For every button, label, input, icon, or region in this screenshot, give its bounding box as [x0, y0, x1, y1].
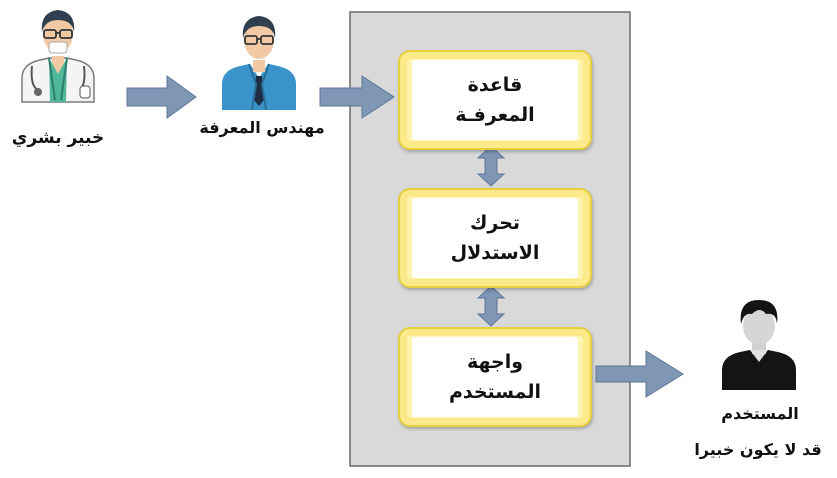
arrow-engineer-to-system: [319, 75, 395, 119]
knowledge-base-label-line2: المعرفـة: [455, 104, 535, 126]
engineer-icon: [222, 16, 296, 111]
arrow-interface-to-user: [595, 350, 684, 398]
knowledge-engineer-label: مهندس المعرفة: [199, 118, 325, 137]
knowledge-base-box: قاعدة المعرفـة: [398, 50, 592, 150]
arrow-expert-to-engineer: [126, 75, 197, 119]
human-expert-label: خبير بشري: [11, 128, 105, 148]
inference-engine-label-line2: الاستدلال: [450, 242, 540, 264]
user-note-label: قد لا يكون خبيرا: [694, 440, 822, 459]
user-interface-label-line1: واجهة: [466, 351, 524, 373]
user-label: المستخدم: [721, 404, 799, 423]
inference-engine-label-line1: تحرك: [469, 212, 521, 234]
double-arrow-inference-interface: [476, 285, 506, 327]
user-interface-box: واجهة المستخدم: [398, 327, 592, 427]
knowledge-base-label-line1: قاعدة: [467, 74, 523, 96]
user-interface-label-line2: المستخدم: [448, 381, 542, 403]
inference-engine-box: تحرك الاستدلال: [398, 188, 592, 288]
double-arrow-kb-inference: [476, 145, 506, 187]
doctor-icon: [21, 10, 95, 103]
user-silhouette-icon: [722, 300, 796, 390]
